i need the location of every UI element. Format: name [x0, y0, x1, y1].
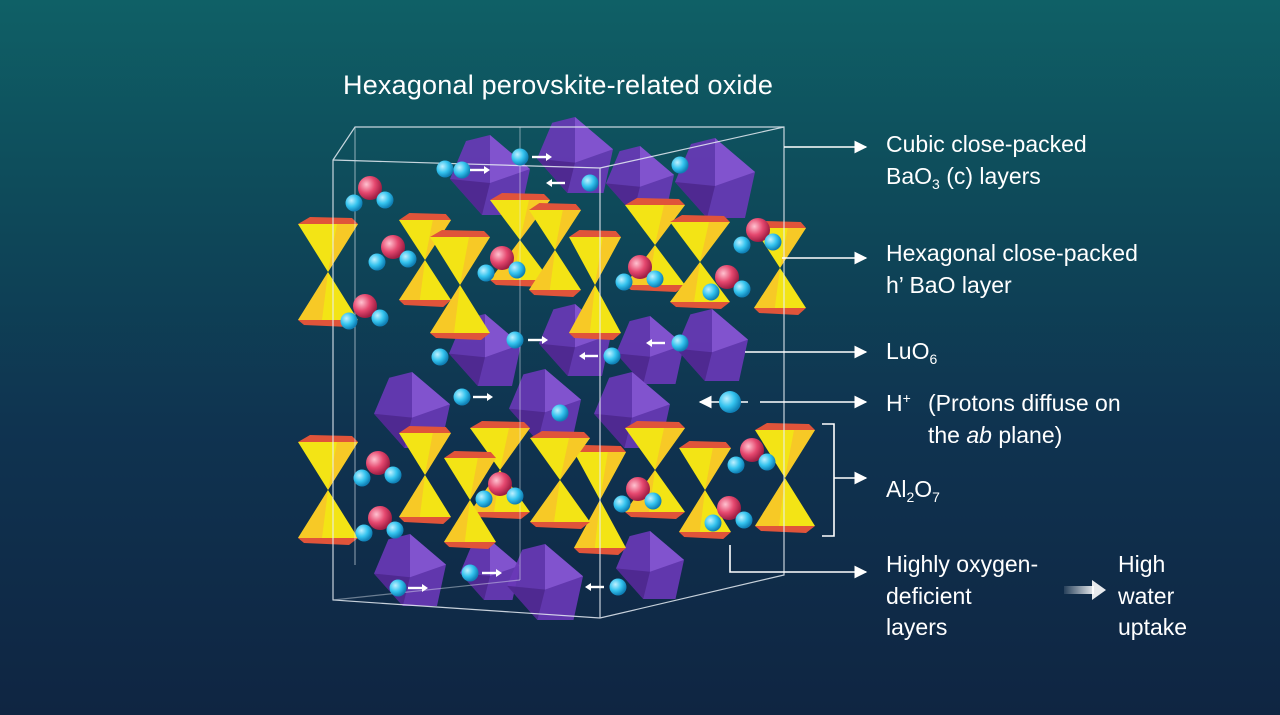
proton-atom — [705, 515, 722, 532]
octahedron — [507, 544, 583, 620]
label-high-water-uptake: High water uptake — [1118, 549, 1187, 644]
label-cubic-line1: Cubic close-packed — [886, 129, 1087, 161]
label-bao-subscript: 3 — [932, 176, 940, 192]
label-luo-text: LuO — [886, 338, 929, 364]
proton-atom — [507, 488, 524, 505]
label-hexagonal-close-packed: Hexagonal close-packed h’ BaO layer — [886, 238, 1138, 301]
tetrahedron-pair — [530, 431, 590, 529]
al2o7-bracket — [822, 424, 834, 536]
label-result-line1: High — [1118, 549, 1187, 581]
label-h-text: H — [886, 390, 903, 416]
proton-atom — [728, 457, 745, 474]
label-proton-desc-line1: (Protons diffuse on — [928, 388, 1121, 420]
label-luo-subscript: 6 — [929, 351, 937, 367]
proton-atom — [385, 467, 402, 484]
proton-atom — [736, 512, 753, 529]
proton-atom — [507, 332, 524, 349]
label-oxygen-deficient: Highly oxygen- deficient layers — [886, 549, 1038, 644]
arrow-oxygen-deficient — [730, 545, 866, 572]
result-arrow — [1064, 580, 1106, 600]
label-oxy-line1: Highly oxygen- — [886, 549, 1038, 581]
proton-atom — [354, 470, 371, 487]
proton-atom — [454, 162, 471, 179]
proton-atom — [759, 454, 776, 471]
proton-atom — [341, 313, 358, 330]
octahedron — [374, 534, 446, 606]
proton-atom — [369, 254, 386, 271]
proton-atom — [614, 496, 631, 513]
proton-atom — [346, 195, 363, 212]
label-o-text: O — [914, 476, 932, 502]
proton-atom — [765, 234, 782, 251]
proton-atom — [672, 157, 689, 174]
proton-atom — [552, 405, 569, 422]
label-hex-line2: h’ BaO layer — [886, 270, 1138, 302]
label-hex-line1: Hexagonal close-packed — [886, 238, 1138, 270]
label-result-line3: uptake — [1118, 612, 1187, 644]
label-proton-desc-line2: the ab plane) — [928, 420, 1121, 452]
label-o-subscript: 7 — [932, 489, 940, 505]
proton-atom — [512, 149, 529, 166]
proton-atom — [645, 493, 662, 510]
proton-atom — [616, 274, 633, 291]
label-cubic-close-packed: Cubic close-packed BaO3 (c) layers — [886, 129, 1087, 194]
label-al2o7: Al2O7 — [886, 474, 940, 507]
label-proton-desc-pre: the — [928, 422, 966, 448]
diffusion-arrow — [585, 583, 604, 591]
label-proton-description: (Protons diffuse on the ab plane) — [928, 388, 1121, 451]
label-oxy-line3: layers — [886, 612, 1038, 644]
tetrahedron-pair — [529, 203, 581, 297]
proton-legend-icon — [719, 391, 741, 413]
proton-atom — [703, 284, 720, 301]
proton-atom — [462, 565, 479, 582]
label-ab-italic: ab — [966, 422, 992, 448]
proton-atom — [604, 348, 621, 365]
proton-atom — [610, 579, 627, 596]
tetrahedron-pair — [399, 426, 451, 524]
label-oxy-line2: deficient — [886, 581, 1038, 613]
proton-atom — [437, 161, 454, 178]
proton-atom — [454, 389, 471, 406]
proton-atom — [582, 175, 599, 192]
label-al-text: Al — [886, 476, 906, 502]
label-luo6: LuO6 — [886, 336, 937, 369]
proton-atom — [734, 281, 751, 298]
label-proton-desc-post: plane) — [992, 422, 1062, 448]
proton-atom — [647, 271, 664, 288]
tetrahedron-pair — [298, 217, 358, 327]
proton-atom — [400, 251, 417, 268]
proton-atom — [672, 335, 689, 352]
tetrahedron-pair — [298, 435, 358, 545]
proton-atom — [377, 192, 394, 209]
label-result-line2: water — [1118, 581, 1187, 613]
proton-atom — [387, 522, 404, 539]
diffusion-arrow — [473, 393, 493, 401]
tetrahedron-pair — [670, 215, 730, 309]
proton-atom — [356, 525, 373, 542]
proton-atom — [372, 310, 389, 327]
label-proton: H+ — [886, 388, 911, 420]
proton-atom — [509, 262, 526, 279]
luo6-octahedra — [374, 117, 755, 620]
proton-atom — [478, 265, 495, 282]
proton-atom — [734, 237, 751, 254]
proton-atom — [432, 349, 449, 366]
tetrahedron-pair — [755, 423, 815, 533]
label-h-superscript: + — [903, 390, 911, 406]
proton-atom — [476, 491, 493, 508]
proton-atom — [390, 580, 407, 597]
label-cubic-line2: BaO3 (c) layers — [886, 161, 1087, 194]
label-c-layers-text: (c) layers — [940, 163, 1041, 189]
octahedron — [675, 138, 755, 218]
label-bao-text: BaO — [886, 163, 932, 189]
